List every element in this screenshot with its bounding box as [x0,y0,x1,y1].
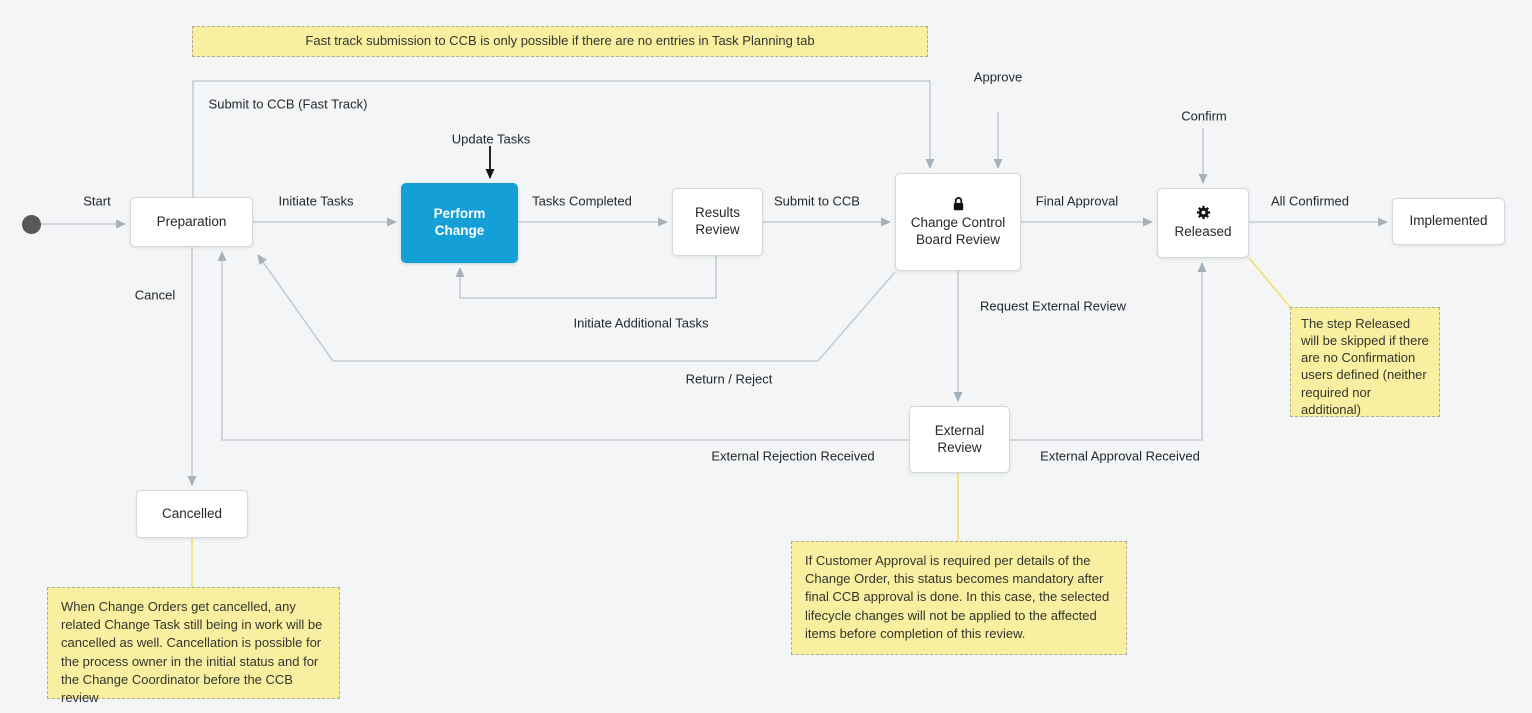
node-preparation-label: Preparation [156,213,227,229]
connector-return-reject [257,254,896,362]
transition-label-cancel: Cancel [134,287,176,303]
transition-label-approve: Approve [973,69,1023,85]
lock-icon [951,196,966,212]
node-cancelled-label: Cancelled [161,505,223,521]
node-external-review[interactable]: External Review [909,406,1010,473]
transition-label-confirm: Confirm [1181,108,1227,124]
transition-label-submit-fast-track: Submit to CCB (Fast Track) [208,96,368,112]
node-ccb-review[interactable]: Change Control Board Review [895,173,1021,271]
note-external-review[interactable]: If Customer Approval is required per det… [791,541,1127,655]
connector-fast-track [192,80,935,197]
node-implemented-label: Implemented [1409,213,1488,229]
note-fast-track-text: Fast track submission to CCB is only pos… [305,33,815,49]
node-perform-change[interactable]: Perform Change [401,183,518,263]
note-cancelled[interactable]: When Change Orders get cancelled, any re… [47,587,340,705]
transition-label-external-rejection-received: External Rejection Received [711,448,875,464]
transition-label-all-confirmed: All Confirmed [1270,193,1350,209]
start-node[interactable] [22,215,41,234]
transition-label-external-approval-received: External Approval Received [1040,448,1200,464]
node-implemented[interactable]: Implemented [1392,198,1505,245]
transition-label-update-tasks: Update Tasks [451,131,531,147]
transition-label-initiate-tasks: Initiate Tasks [278,193,354,209]
note-released-text: The step Released will be skipped if the… [1301,316,1429,417]
node-released-label: Released [1174,224,1232,240]
node-ccb-review-label: Change Control Board Review [910,214,1006,247]
node-released[interactable]: Released [1157,188,1249,258]
connector-external-approval [1010,262,1207,441]
connector-external-rejection [217,251,909,441]
transition-label-initiate-additional-tasks: Initiate Additional Tasks [573,315,709,331]
transition-label-return-reject: Return / Reject [685,371,773,387]
node-results-review[interactable]: Results Review [672,188,763,256]
gear-icon [1196,205,1211,221]
transition-label-request-external-review: Request External Review [980,298,1126,314]
node-results-review-label: Results Review [694,205,740,237]
transition-label-tasks-completed: Tasks Completed [532,193,632,209]
note-released[interactable]: The step Released will be skipped if the… [1290,307,1440,417]
transition-label-start: Start [83,193,111,209]
note-fast-track[interactable]: Fast track submission to CCB is only pos… [192,26,928,57]
transition-label-final-approval: Final Approval [1035,193,1119,209]
node-cancelled[interactable]: Cancelled [136,490,248,538]
node-preparation[interactable]: Preparation [130,197,253,247]
note-external-review-text: If Customer Approval is required per det… [805,553,1110,641]
note-cancelled-text: When Change Orders get cancelled, any re… [61,599,323,705]
note-connector-released [1248,257,1292,309]
node-perform-change-label: Perform Change [433,206,486,238]
connector-initiate-additional-tasks [455,256,717,299]
transition-label-submit-to-ccb: Submit to CCB [774,193,860,209]
node-external-review-label: External Review [934,422,985,455]
